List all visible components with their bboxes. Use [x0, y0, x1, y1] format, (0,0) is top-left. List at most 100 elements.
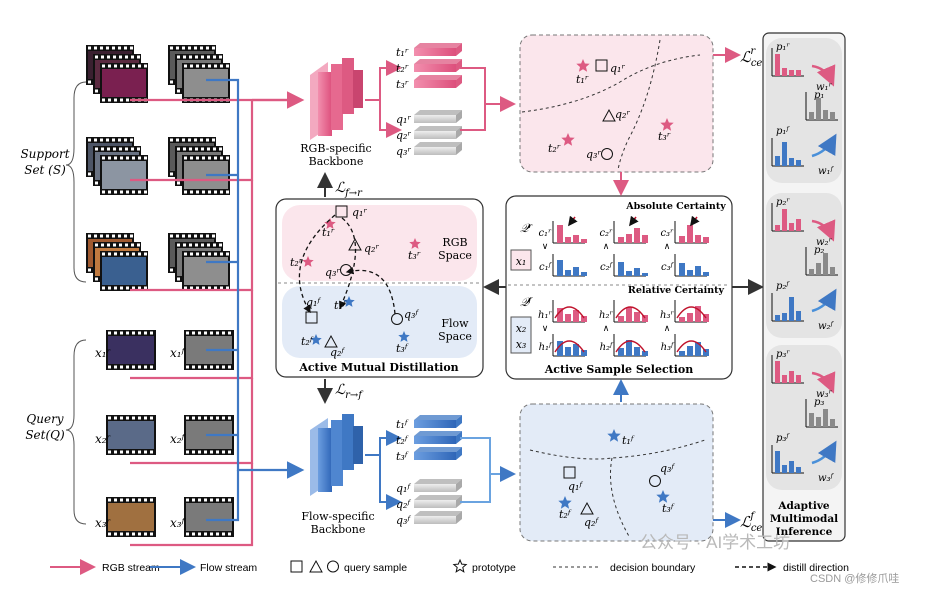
distill-star-t3f — [398, 331, 410, 342]
abs-c-bot-label-3: c₃ᶠ — [661, 262, 675, 273]
rgb-proto-label-3: t₃ʳ — [396, 78, 409, 91]
inference-rows: p₁ʳw₁ʳp₁p₁ᶠw₁ᶠp₂ʳw₂ʳp₂p₂ᶠw₂ᶠp₃ʳw₃ʳp₃p₃ᶠw… — [766, 38, 842, 490]
support-rgb-clip-3-3 — [100, 251, 148, 291]
distill-label-q2f: q₂ᶠ — [330, 346, 345, 359]
rgb-proto-bar-side-1 — [456, 43, 462, 56]
selection-x2: x₂ — [516, 322, 527, 335]
abs-compare-3: ∧ — [664, 242, 671, 252]
distill-label-t1f: t₁ᶠ — [334, 299, 347, 312]
distill-flow-space — [282, 286, 477, 358]
distill-label-q1r: q₁ʳ — [352, 206, 367, 219]
flow-to-embedding — [460, 437, 516, 503]
rgb-proto-bar-side-3 — [456, 75, 462, 88]
rel-rgb-curve-1 — [554, 306, 585, 319]
flow-proto-label-2: t₂ᶠ — [396, 434, 409, 447]
watermark-wechat: 公众号 · AI学术工坊 — [640, 533, 790, 552]
rgb-emb-triangle-q2 — [602, 108, 616, 122]
inference-wf-label-1: w₁ᶠ — [818, 166, 835, 177]
support-rgb-clip-1-3 — [100, 63, 148, 103]
distill-label-t1r: t₁ʳ — [322, 226, 335, 239]
rgb-emb-label-q1: q₁ʳ — [610, 62, 625, 75]
legend-rgb-stream: RGB stream — [102, 562, 160, 574]
rgb-stream-lines — [130, 91, 305, 547]
legend-query-sample: query sample — [344, 562, 407, 574]
abs-rgb-marker-2 — [629, 215, 639, 227]
query-rgb-label-2: x₂ʳ — [95, 432, 111, 446]
rel-compare-2: ∧ — [603, 324, 610, 334]
flow-proto-bar-top-2 — [414, 431, 462, 436]
rel-flow-bars-2 — [613, 334, 648, 357]
support-set-subtitle: Set (S) — [24, 163, 66, 177]
inference-pf-label-2: p₂ᶠ — [776, 281, 790, 292]
rel-rgb-bars-2 — [613, 300, 648, 323]
distill-star-t2f — [310, 334, 322, 345]
distill-star-t3r — [409, 238, 421, 249]
distill-points — [302, 205, 421, 348]
rel-h-bot-label-2: h₂ᶠ — [600, 342, 614, 353]
query-flow-label-1: x₁ᶠ — [170, 346, 186, 360]
inference-wf-label-2: w₂ᶠ — [818, 321, 835, 332]
abs-flow-bars-2 — [613, 254, 648, 277]
rgb-proto-label-1: t₁ʳ — [396, 46, 409, 59]
distill-circle-q3f — [391, 313, 403, 325]
query-flow-label-2: x₂ᶠ — [170, 432, 186, 446]
absolute-certainty-title: Absolute Certainty — [625, 201, 726, 212]
flow-query-bar-top-1 — [414, 479, 462, 484]
support-flow-clip-3-3 — [182, 251, 230, 291]
inference-wr-label-1: w₁ʳ — [816, 82, 833, 93]
flow-query-label-1: q₁ᶠ — [396, 482, 411, 495]
rel-rgb-bars-1 — [552, 300, 587, 323]
query-flow-clip-3 — [184, 497, 234, 537]
inference-pr-label-1: p₁ʳ — [776, 42, 790, 53]
rel-flow-bars-1 — [552, 334, 587, 357]
flow-query-bar-1 — [414, 484, 456, 492]
inference-rgb-weight-arrow-1 — [811, 64, 836, 87]
flow-emb-star-t3 — [656, 490, 670, 503]
flow-proto-bar-side-1 — [456, 415, 462, 428]
flow-query-bar-top-2 — [414, 495, 462, 500]
query-set-subtitle: Set(Q) — [25, 428, 65, 442]
query-rgb-label-3: x₃ʳ — [95, 516, 111, 530]
flow-query-label-3: q₃ᶠ — [396, 514, 411, 527]
inference-flow-bars-2 — [771, 293, 804, 322]
rel-rgb-curve-3 — [676, 306, 707, 319]
distill-triangle-q2f — [324, 334, 338, 348]
flow-stream-lines — [206, 78, 305, 522]
rgb-query-label-1: q₁ʳ — [396, 113, 411, 126]
inference-title-1: Adaptive — [777, 500, 830, 512]
rgb-emb-star-t1 — [576, 59, 590, 72]
legend-flow-stream: Flow stream — [200, 562, 257, 574]
rgb-to-embedding — [460, 67, 516, 131]
flow-proto-bar-3 — [414, 452, 456, 460]
rgb-emb-star-t2 — [561, 133, 575, 146]
legend: RGB stream Flow stream query sample prot… — [50, 558, 849, 575]
abs-c-bot-label-1: c₁ᶠ — [539, 262, 553, 273]
support-set-title: Support — [20, 147, 69, 161]
flow-query-label-2: q₂ᶠ — [396, 498, 411, 511]
distill-label-t3f: t₃ᶠ — [396, 342, 409, 355]
inference-flow-weight-arrow-1 — [811, 133, 837, 158]
rgb-backbone — [310, 58, 363, 140]
flow-emb-circle-q3 — [649, 475, 661, 487]
abs-rgb-bars-1 — [552, 221, 587, 244]
flow-proto-bar-side-3 — [456, 447, 462, 460]
inference-p-label-3: p₃ — [814, 397, 824, 408]
flow-proto-bar-2 — [414, 436, 456, 444]
rgb-query-bar-top-2 — [414, 126, 462, 131]
distill-arrow-q2 — [339, 217, 357, 310]
flow-query-bar-top-3 — [414, 511, 462, 516]
distill-title: Active Mutual Distillation — [298, 361, 458, 374]
distill-label-t2f: t₂ᶠ — [301, 335, 314, 348]
rgb-emb-square-q1 — [595, 59, 608, 72]
query-rgb-clip-3 — [106, 497, 156, 537]
rgb-query-bar-side-1 — [456, 110, 462, 123]
distill-rgb-space-label-2: Space — [438, 249, 472, 262]
abs-compare-1: ∨ — [542, 242, 549, 252]
flow-proto-bar-side-2 — [456, 431, 462, 444]
inference-rgb-weight-arrow-3 — [811, 371, 836, 394]
rgb-decision-boundary-2 — [617, 39, 661, 171]
rgb-query-label-2: q₂ʳ — [396, 129, 411, 142]
selection-rgb-query-box — [510, 249, 532, 271]
rgb-emb-label-t2: t₂ʳ — [548, 142, 561, 155]
